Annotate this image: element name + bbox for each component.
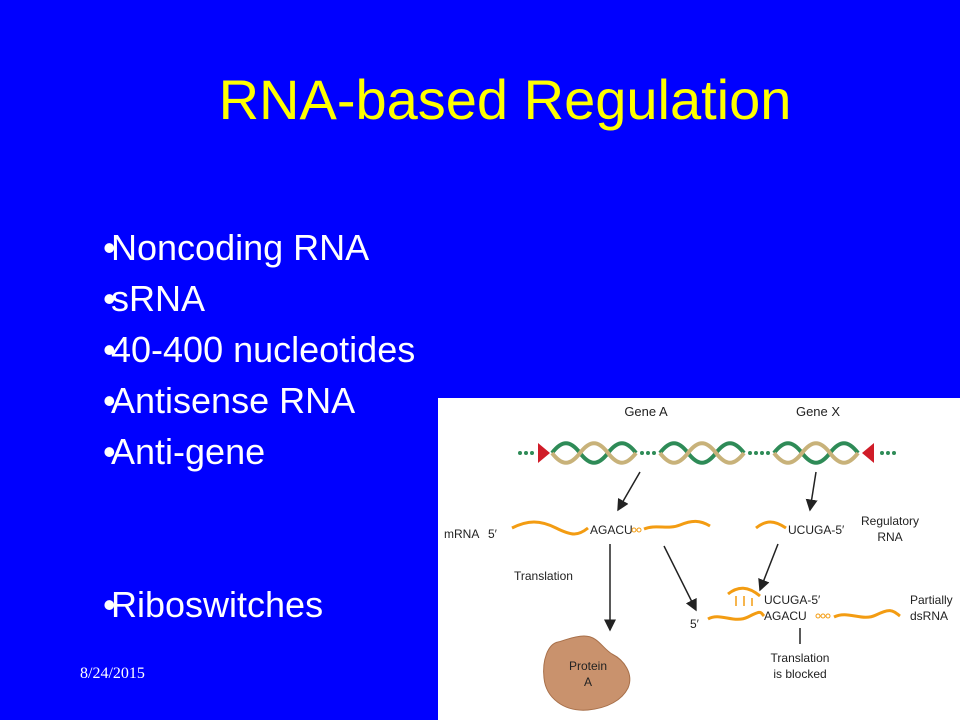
bullet-text: Noncoding RNA	[111, 227, 370, 268]
duplex-agacu: AGACU	[764, 609, 807, 623]
blocked-label: Translation	[771, 651, 830, 665]
partially-dsrna-label-2: dsRNA	[910, 609, 948, 623]
bullet-item: •sRNA	[103, 273, 415, 324]
mrna-strand	[511, 520, 589, 536]
protein-label-2: A	[584, 675, 592, 689]
protein-label: Protein	[569, 659, 607, 673]
bullet-glyph: •	[103, 431, 116, 472]
regulatory-rna-label-2: RNA	[877, 530, 902, 544]
rna-regulation-figure: Gene A Gene X mRNA 5′	[438, 398, 960, 720]
promoter-marker	[862, 443, 874, 463]
mrna-label: mRNA	[444, 527, 479, 541]
bullet-text: 40-400 nucleotides	[111, 329, 416, 370]
gene-a-label: Gene A	[624, 404, 668, 419]
bullet-text: Antisense RNA	[111, 380, 356, 421]
bullet-text: sRNA	[111, 278, 206, 319]
duplex-ucuga: UCUGA-5′	[764, 593, 821, 607]
agacu-sequence: AGACU	[590, 523, 633, 537]
bullet-glyph: •	[103, 278, 116, 319]
bullet-glyph: •	[103, 329, 116, 370]
bullet-list: •Noncoding RNA •sRNA •40-400 nucleotides…	[103, 222, 415, 630]
bullet-item: •Riboswitches	[103, 579, 415, 630]
bullet-glyph: •	[103, 584, 116, 625]
promoter-marker	[538, 443, 550, 463]
duplex-five-prime: 5′	[690, 617, 700, 631]
protein-blob	[543, 635, 631, 711]
bullet-glyph: •	[103, 380, 116, 421]
gene-x-label: Gene X	[796, 404, 840, 419]
bullet-glyph: •	[103, 227, 116, 268]
rna-regulation-diagram: Gene A Gene X mRNA 5′	[444, 404, 953, 711]
slide-date: 8/24/2015	[80, 665, 145, 682]
bullet-text: Riboswitches	[111, 584, 324, 625]
bullet-item: •Antisense RNA	[103, 375, 415, 426]
partially-dsrna-label: Partially	[910, 593, 953, 607]
regulatory-rna-strand	[755, 520, 787, 530]
ucuga-sequence: UCUGA-5′	[788, 523, 845, 537]
regulatory-rna-label: Regulatory	[861, 514, 919, 528]
slide-title: RNA-based Regulation	[218, 68, 792, 131]
bullet-item: •40-400 nucleotides	[103, 324, 415, 375]
mrna-five-prime: 5′	[488, 527, 498, 541]
dna-strand	[518, 441, 896, 465]
bullet-text: Anti-gene	[111, 431, 266, 472]
translation-label: Translation	[514, 569, 573, 583]
bullet-item: •Noncoding RNA	[103, 222, 415, 273]
bullet-item: •Anti-gene	[103, 426, 415, 477]
blocked-label-2: is blocked	[773, 667, 826, 681]
